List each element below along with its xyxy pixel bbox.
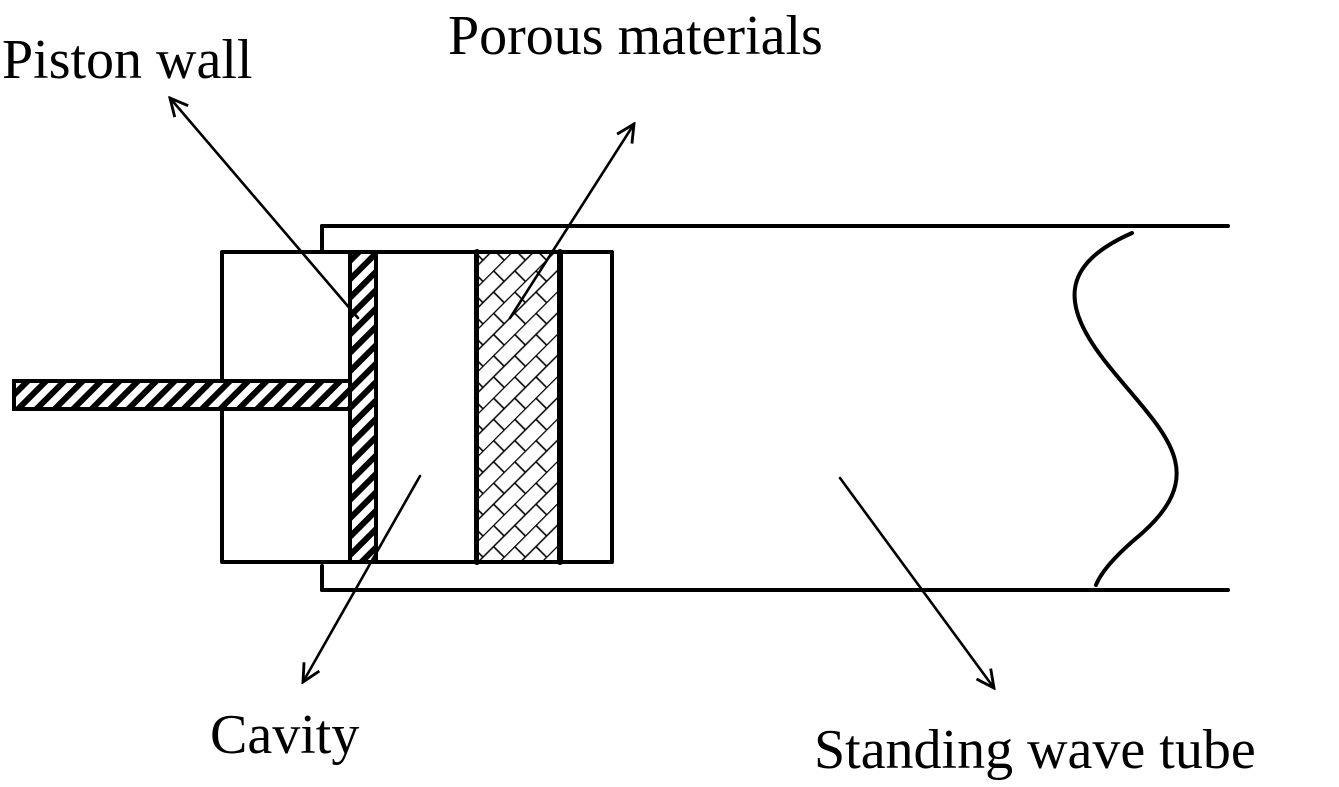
piston-wall	[348, 250, 378, 564]
label-cavity: Cavity	[210, 704, 359, 766]
piston-wall-arrow	[170, 98, 360, 320]
porous-materials-arrow	[508, 124, 634, 320]
cavity-arrow	[303, 474, 422, 682]
label-standing-wave-tube: Standing wave tube	[814, 719, 1256, 781]
piston-rod	[12, 379, 352, 411]
label-porous-materials: Porous materials	[448, 5, 823, 67]
tube-break-line	[1072, 231, 1179, 587]
standing-wave-tube-arrow	[838, 476, 994, 688]
label-piston-wall: Piston wall	[2, 29, 252, 91]
porous-material-layer	[475, 250, 561, 564]
standing-wave-tube	[320, 224, 1230, 592]
